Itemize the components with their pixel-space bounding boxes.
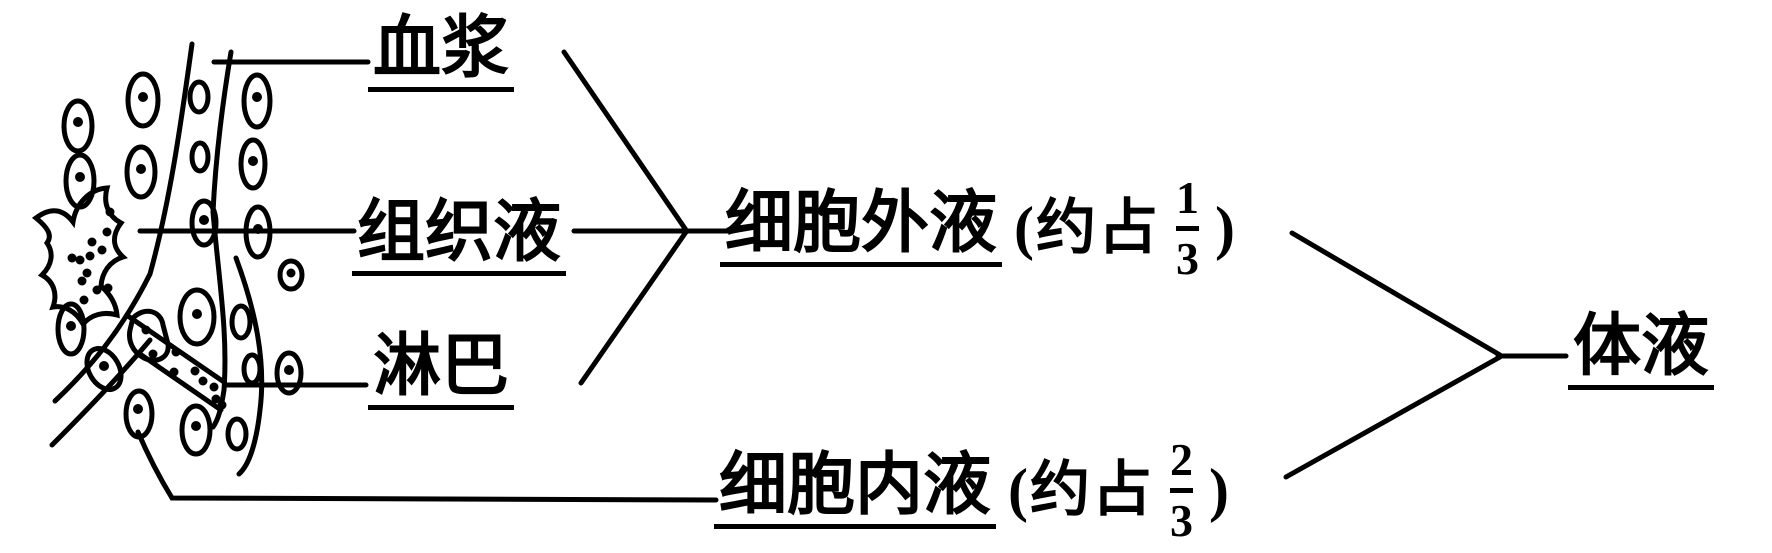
lymph-fluid-dots xyxy=(141,325,227,410)
star-cell-dots xyxy=(67,207,115,305)
extracellular-fraction-numerator: 1 xyxy=(1176,171,1199,223)
body-fluid-label: 体液 xyxy=(1568,312,1715,390)
tissue-fluid-label-text: 组织液 xyxy=(352,198,567,276)
lymph-label: 淋巴 xyxy=(368,332,515,410)
tissue-fluid-label: 组织液 xyxy=(352,198,567,276)
intracellular-leader-line xyxy=(135,429,719,503)
vessel-blood-cells xyxy=(187,79,263,452)
plasma-branch-line xyxy=(561,49,689,233)
lymph-label-text: 淋巴 xyxy=(368,332,515,410)
extracellular-note-close: ) xyxy=(1215,195,1235,261)
extracellular-fraction: 1 3 xyxy=(1172,171,1203,282)
intracellular-branch-line xyxy=(1283,354,1503,480)
extracellular-fluid-label: 细胞外液 xyxy=(720,189,1003,267)
duct-wall-left xyxy=(210,209,228,430)
intracellular-note-close: ) xyxy=(1209,457,1229,523)
vessel-wall-right xyxy=(210,49,234,215)
leader-lines xyxy=(135,59,719,503)
duct-wall-right xyxy=(233,255,265,477)
star-cell xyxy=(31,185,128,329)
vessel-wall-left xyxy=(52,41,195,404)
lymph-branch-line xyxy=(578,229,689,386)
intracellular-fraction: 2 3 xyxy=(1166,433,1197,544)
intracellular-note-open: (约占 xyxy=(1008,457,1154,523)
lymph-cap-cell xyxy=(127,308,171,363)
extracellular-note-open: (约占 xyxy=(1014,195,1160,261)
plasma-label-text: 血浆 xyxy=(368,14,515,92)
body-fluid-label-text: 体液 xyxy=(1568,312,1715,390)
extracellular-branch-line xyxy=(1289,230,1503,358)
intracellular-fluid-label: 细胞内液 xyxy=(714,451,997,529)
intracellular-fluid-row: 细胞内液 (约占 2 3 ) xyxy=(714,412,1229,553)
tissue-illustration xyxy=(31,41,305,477)
extracellular-fraction-denominator: 3 xyxy=(1176,225,1199,282)
branch-lines xyxy=(561,49,1569,480)
intracellular-fraction-denominator: 3 xyxy=(1170,487,1193,544)
lymph-band-lower-edge xyxy=(137,351,224,413)
extracellular-fluid-row: 细胞外液 (约占 1 3 ) xyxy=(720,150,1235,306)
tissue-cells xyxy=(55,71,305,457)
plasma-label: 血浆 xyxy=(368,14,515,92)
intracellular-fraction-numerator: 2 xyxy=(1170,433,1193,485)
